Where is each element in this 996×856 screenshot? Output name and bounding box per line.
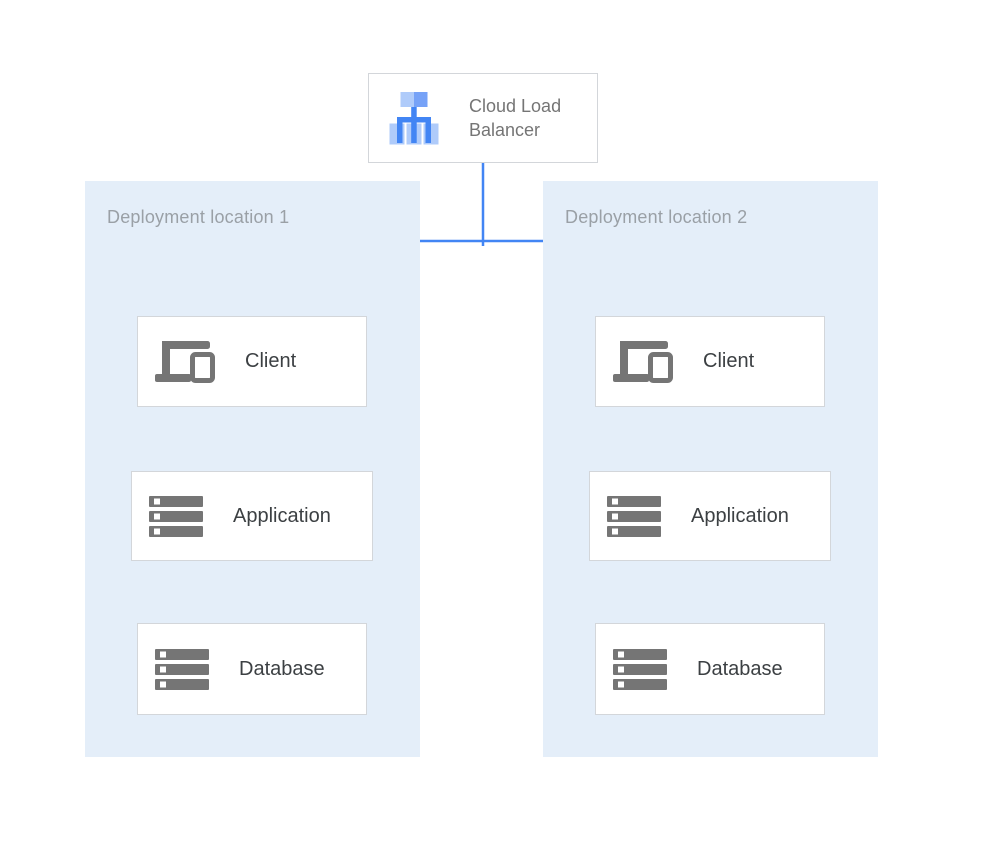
node-label: Cloud Load Balancer: [469, 96, 562, 140]
server-stack-icon: [155, 648, 209, 690]
node-label: Client: [245, 350, 297, 372]
node-database-1: Database: [137, 623, 367, 715]
server-stack-icon: [149, 495, 203, 537]
node-database-2: Database: [595, 623, 825, 715]
node-label: Database: [697, 657, 783, 680]
server-stack-icon: [607, 495, 661, 537]
devices-icon: [155, 340, 215, 383]
panel-title: Deployment location 1: [107, 207, 290, 227]
node-client-1: Client: [137, 316, 367, 407]
node-application-2: Application: [589, 471, 831, 561]
load-balancer-icon: [389, 91, 439, 145]
node-application-1: Application: [131, 471, 373, 561]
deployment-panel-2: Deployment location 2 Client A: [543, 181, 878, 757]
node-label: Client: [703, 350, 755, 372]
node-label: Application: [233, 504, 331, 527]
panel-title: Deployment location 2: [565, 207, 748, 227]
node-client-2: Client: [595, 316, 825, 407]
server-stack-icon: [613, 648, 667, 690]
node-label: Application: [691, 504, 789, 527]
deployment-panel-1: Deployment location 1 Client A: [85, 181, 420, 757]
node-cloud-load-balancer: Cloud Load Balancer: [368, 73, 598, 163]
devices-icon: [613, 340, 673, 383]
node-label: Database: [239, 657, 325, 680]
